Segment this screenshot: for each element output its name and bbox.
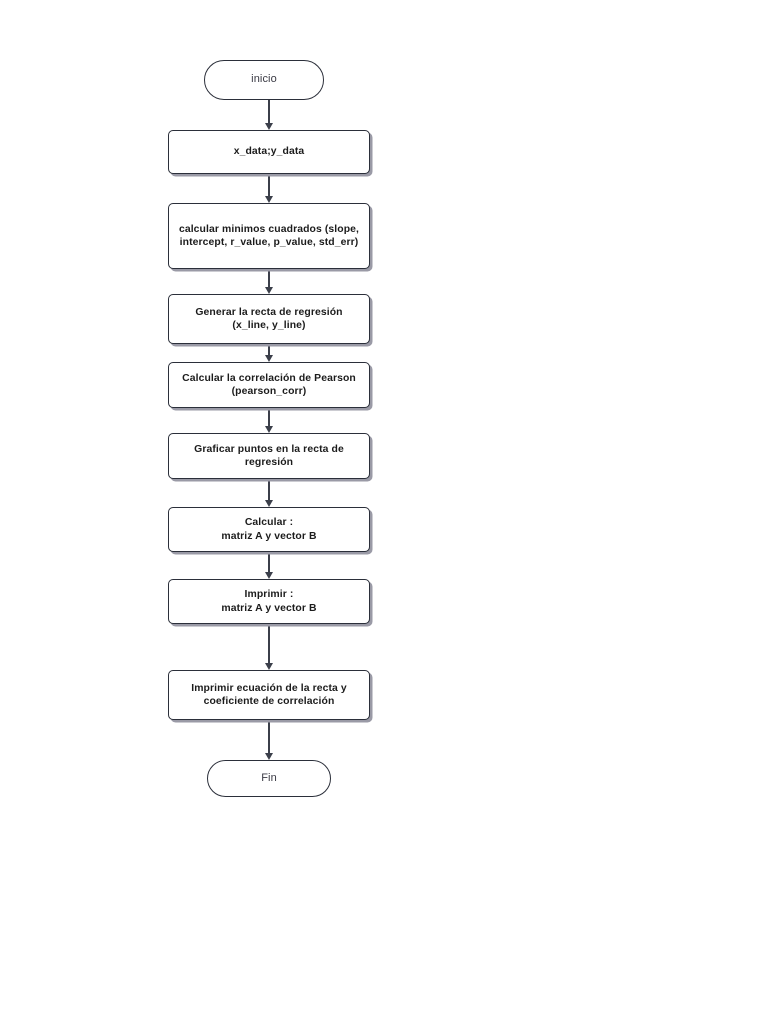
edge-line-to-pearson-arrowhead-icon [264, 355, 273, 362]
flowchart-node-print-matrix-label: Imprimir : matriz A y vector B [221, 589, 317, 614]
edge-leastsquares-to-line [268, 269, 270, 288]
edge-plot-to-calcmatrix-arrowhead-icon [264, 500, 273, 507]
flowchart-node-print-matrix: Imprimir : matriz A y vector B [168, 579, 370, 624]
flowchart-node-pearson-correlation: Calcular la correlación de Pearson (pear… [168, 362, 370, 408]
flowchart-node-least-squares: calcular minimos cuadrados (slope, inter… [168, 203, 370, 269]
flowchart-node-calc-matrix: Calcular : matriz A y vector B [168, 507, 370, 552]
edge-input-to-leastsquares [268, 174, 270, 197]
flowchart-node-plot-points: Graficar puntos en la recta de regresión [168, 433, 370, 479]
edge-equation-to-end [268, 720, 270, 754]
flowchart-node-input-data-label: x_data;y_data [233, 146, 305, 158]
flowchart-node-calc-matrix-label: Calcular : matriz A y vector B [221, 517, 317, 542]
edge-plot-to-calcmatrix [268, 479, 270, 501]
flowchart-node-start: inicio [204, 60, 324, 100]
edge-pearson-to-plot-arrowhead-icon [264, 426, 273, 433]
edge-line-to-pearson [268, 344, 270, 356]
flowchart-node-print-equation: Imprimir ecuación de la recta y coeficie… [168, 670, 370, 720]
edge-calcmatrix-to-print-arrowhead-icon [264, 572, 273, 579]
edge-print-to-equation-arrowhead-icon [264, 663, 273, 670]
flowchart-node-start-label: inicio [251, 73, 277, 86]
flowchart-node-pearson-correlation-label: Calcular la correlación de Pearson (pear… [182, 372, 356, 397]
edge-start-to-input [268, 100, 270, 124]
edge-print-to-equation [268, 624, 270, 664]
edge-input-to-leastsquares-arrowhead-icon [264, 196, 273, 203]
edge-start-to-input-arrowhead-icon [264, 123, 273, 130]
flowchart-node-regression-line: Generar la recta de regresión (x_line, y… [168, 294, 370, 344]
edge-leastsquares-to-line-arrowhead-icon [264, 287, 273, 294]
flowchart-node-print-equation-label: Imprimir ecuación de la recta y coeficie… [191, 682, 347, 707]
edge-calcmatrix-to-print [268, 552, 270, 573]
edge-pearson-to-plot [268, 408, 270, 427]
flowchart-node-end: Fin [207, 760, 331, 797]
flowchart-node-end-label: Fin [261, 771, 277, 784]
flowchart-node-regression-line-label: Generar la recta de regresión (x_line, y… [195, 306, 343, 331]
flowchart-node-plot-points-label: Graficar puntos en la recta de regresión [194, 443, 344, 468]
flowchart-node-least-squares-label: calcular minimos cuadrados (slope, inter… [178, 223, 360, 248]
edge-equation-to-end-arrowhead-icon [264, 753, 273, 760]
flowchart-node-input-data: x_data;y_data [168, 130, 370, 174]
